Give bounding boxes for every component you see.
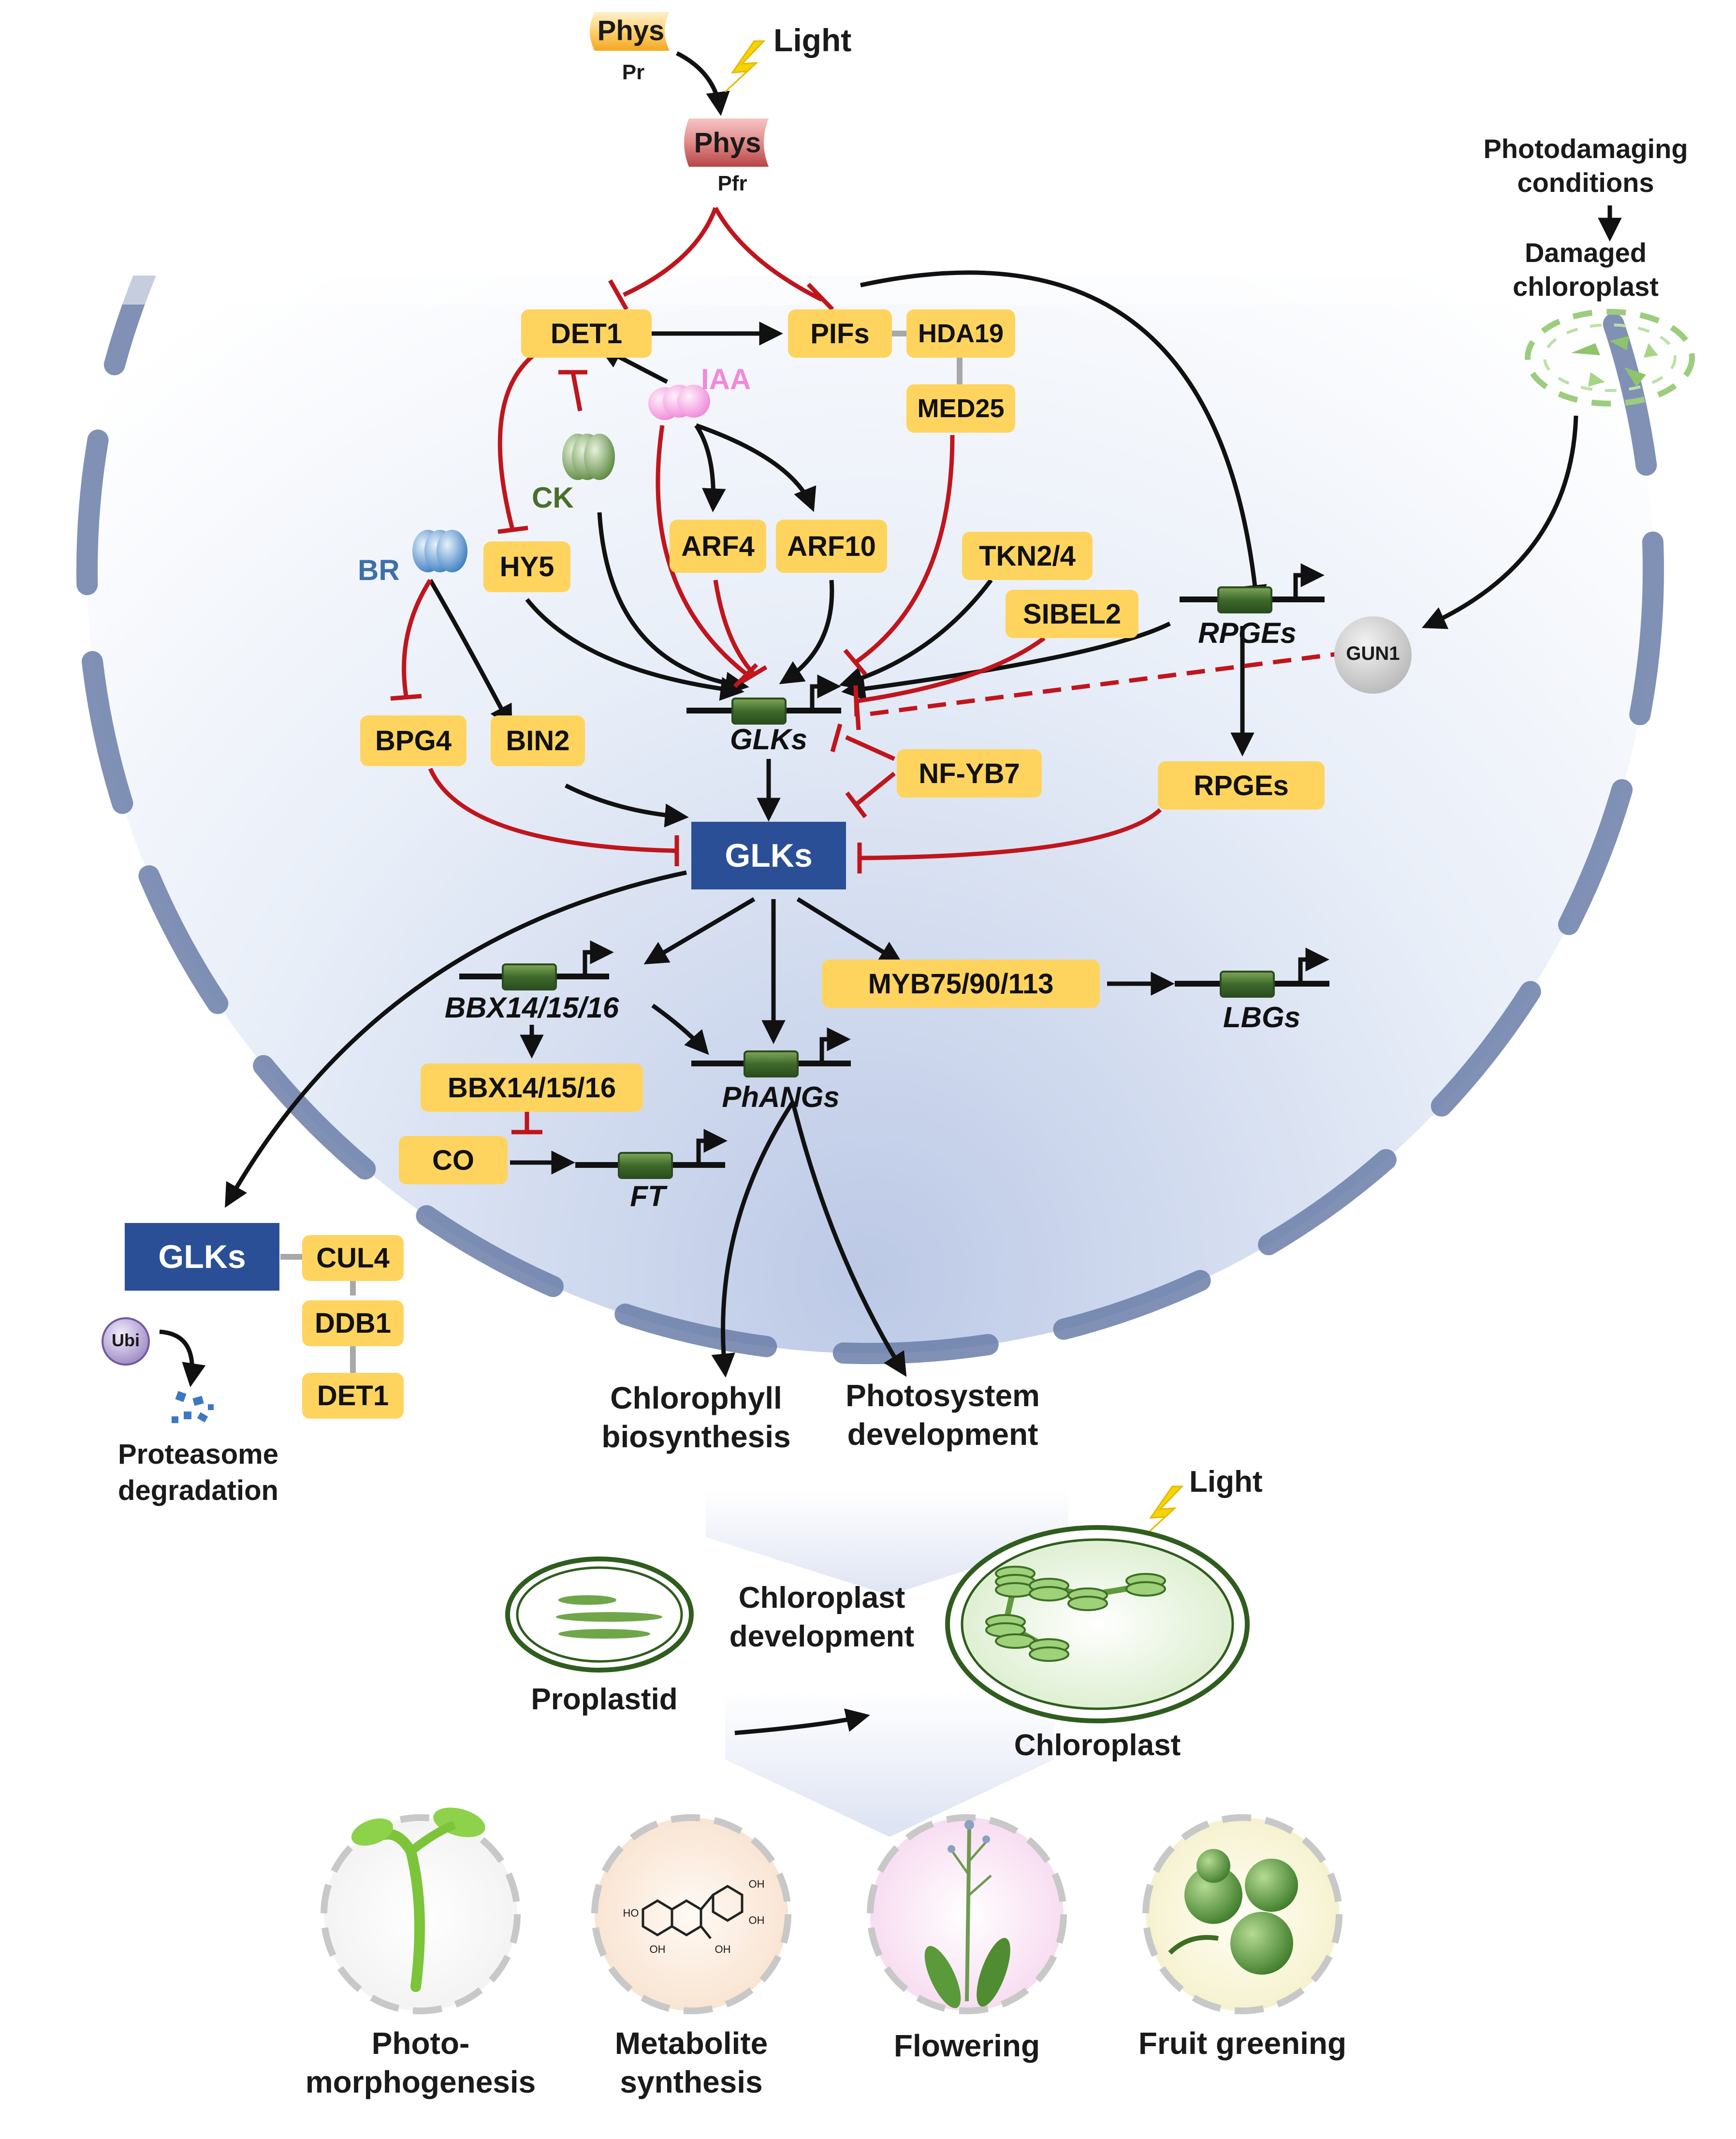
- stress-line3: Damaged: [1524, 237, 1647, 268]
- tkn-box: TKN2/4: [962, 532, 1093, 580]
- proteasome-fragments-icon: [172, 1391, 214, 1423]
- ck-label: CK: [532, 481, 574, 514]
- light-label-chloroplast: Light: [1189, 1465, 1263, 1499]
- proplastid-icon: [505, 1557, 694, 1673]
- phenotype-photomorphogenesis-line2: morphogenesis: [305, 2065, 536, 2099]
- phangs-gene-label: PhANGs: [722, 1081, 840, 1113]
- chloroplast-development-line2: development: [729, 1620, 915, 1653]
- proteasome-line2: degradation: [118, 1475, 278, 1506]
- lightning-icon: [1142, 1485, 1184, 1538]
- proteasome-line1: Proteasome: [117, 1439, 279, 1470]
- arf4-box: ARF4: [670, 520, 766, 573]
- chloroplast-development-line1: Chloroplast: [738, 1581, 905, 1615]
- phenotype-photomorphogenesis-line1: Photo-: [371, 2026, 470, 2061]
- gene-phangs: [691, 1027, 851, 1077]
- chloroplast-label: Chloroplast: [1014, 1729, 1181, 1762]
- phenotype-photomorphogenesis-icon: [321, 1807, 521, 2014]
- gene-rpges: [1180, 563, 1325, 613]
- lightning-icon: [724, 40, 766, 93]
- ubi-label: Ubi: [112, 1330, 140, 1350]
- med25-box: MED25: [906, 384, 1015, 433]
- phenotype-fruit-greening-icon: [1142, 1814, 1342, 2014]
- bbx-box: BBX14/15/16: [421, 1063, 643, 1112]
- hda19-box: HDA19: [906, 309, 1015, 358]
- nfyb7-box: NF-YB7: [897, 749, 1042, 798]
- gene-ft: [575, 1129, 728, 1179]
- iaa-molecule-icon: [648, 385, 710, 420]
- glks-protein-box: GLKs: [691, 822, 846, 889]
- hy5-box: HY5: [483, 541, 570, 592]
- inhibition-arrows: [390, 206, 1349, 1135]
- rpges-gene-label: RPGEs: [1198, 617, 1297, 649]
- photosystem-line2: development: [847, 1417, 1038, 1452]
- chem-oh-3: OH: [649, 1943, 666, 1955]
- br-molecule-icon: [412, 530, 467, 572]
- chem-oh-1: OH: [748, 1878, 765, 1890]
- ubiquitin-icon: [102, 1317, 150, 1366]
- bbx-gene-label: BBX14/15/16: [444, 991, 619, 1024]
- gun1-protein: [1334, 616, 1412, 694]
- phys-pr-label: Phys: [597, 15, 665, 46]
- pifs-box: PIFs: [788, 309, 892, 358]
- gene-lbgs: [1175, 947, 1329, 998]
- phenotype-flowering-icon: [867, 1814, 1067, 2014]
- pr-label: Pr: [622, 60, 645, 84]
- ck-molecule-icon: [562, 434, 615, 480]
- phenotype-fruit-greening: Fruit greening: [1138, 2026, 1347, 2061]
- flow-arrows-background: [706, 1489, 1068, 1837]
- phys-pfr-label: Phys: [694, 127, 761, 159]
- ft-gene-label: FT: [630, 1180, 666, 1212]
- glks-gene-label: GLKs: [729, 723, 808, 756]
- bin2-box: BIN2: [491, 715, 585, 766]
- proplastid-label: Proplastid: [531, 1683, 678, 1716]
- photosystem-line1: Photosystem: [846, 1378, 1040, 1413]
- stress-line2: conditions: [1517, 167, 1654, 198]
- bpg4-box: BPG4: [360, 715, 467, 766]
- ddb1-box: DDB1: [302, 1300, 404, 1346]
- myb-box: MYB75/90/113: [822, 960, 1100, 1008]
- lbgs-gene-label: LBGs: [1223, 1001, 1301, 1033]
- det1-cul4-box: DET1: [302, 1373, 404, 1419]
- gene-glks: [686, 674, 841, 725]
- phytochrome-pfr: [684, 118, 769, 167]
- phenotype-metabolite-icon: [591, 1814, 791, 2014]
- chlorophyll-line2: biosynthesis: [601, 1419, 791, 1454]
- sibel2-box: SIBEL2: [1006, 590, 1138, 638]
- damaged-chloroplast-icon: [1525, 309, 1695, 407]
- chem-oh-4: OH: [715, 1943, 731, 1955]
- activation-arrows: [159, 51, 1622, 1735]
- br-label: BR: [358, 554, 400, 586]
- det1-box: DET1: [521, 309, 652, 358]
- pfr-label: Pfr: [717, 172, 747, 195]
- phenotype-flowering: Flowering: [893, 2028, 1040, 2063]
- co-box: CO: [399, 1136, 508, 1184]
- cul4-box: CUL4: [302, 1235, 404, 1281]
- stress-line1: Photodamaging: [1483, 133, 1688, 164]
- glks-degradation-box: GLKs: [125, 1223, 279, 1291]
- phytochrome-pr: [590, 12, 670, 51]
- chem-oh-2: OH: [748, 1914, 765, 1926]
- gun1-label: GUN1: [1346, 643, 1400, 664]
- chem-ho: HO: [623, 1907, 639, 1919]
- gene-bbx: [459, 940, 614, 990]
- phenotype-metabolite-line1: Metabolite: [614, 2026, 768, 2061]
- chlorophyll-line1: Chlorophyll: [610, 1381, 782, 1415]
- phenotype-metabolite-line2: synthesis: [620, 2065, 763, 2099]
- stress-line4: chloroplast: [1513, 271, 1659, 302]
- arf10-box: ARF10: [776, 520, 887, 573]
- light-label: Light: [773, 22, 852, 58]
- rpges-box: RPGEs: [1158, 761, 1325, 810]
- chloroplast-icon: [945, 1525, 1250, 1723]
- iaa-label: IAA: [701, 363, 751, 395]
